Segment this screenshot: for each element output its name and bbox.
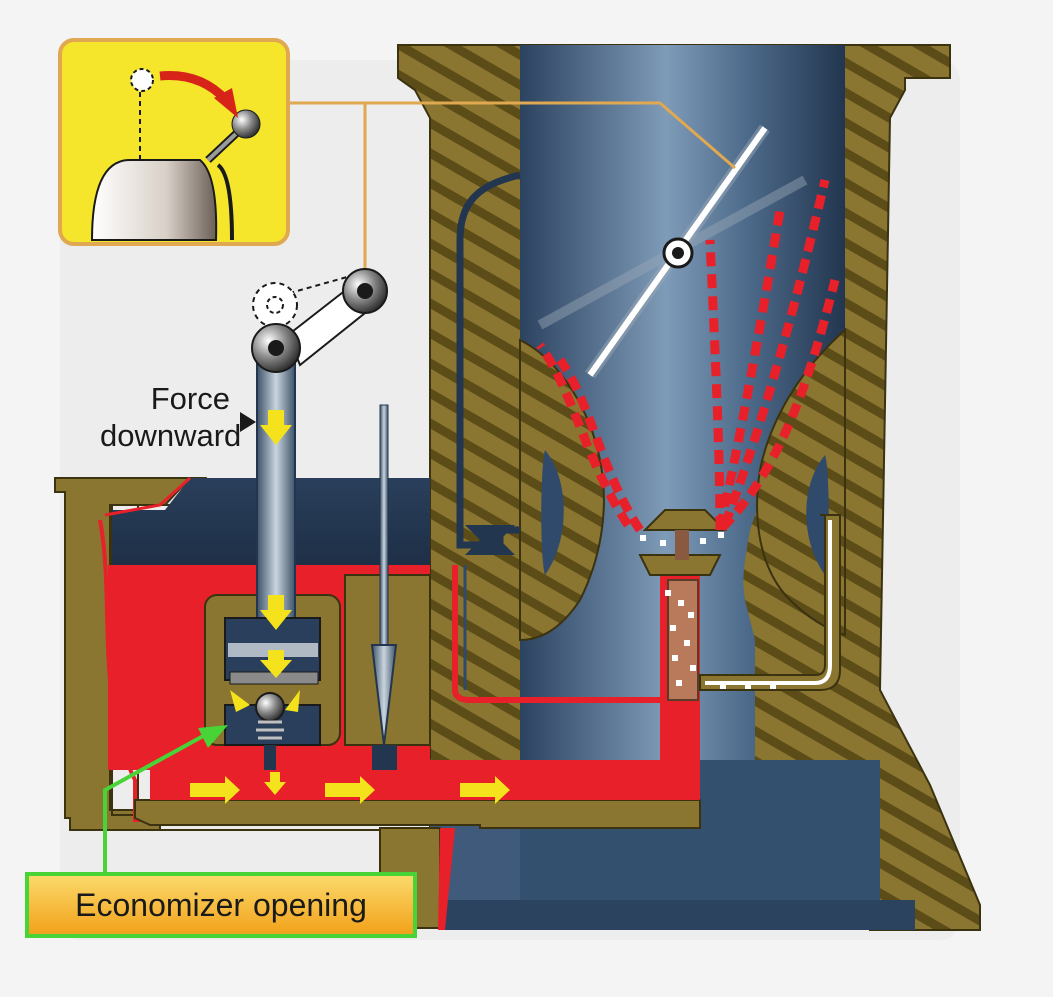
force-pointer-icon [240,412,256,432]
main-discharge-nozzle [638,509,728,701]
fuel-atomization-dots [640,532,776,689]
air-bleed-tube [699,514,841,691]
throttle-linkage [288,101,736,290]
force-downward-label: Force downward [100,380,242,454]
mixture-needle [370,404,398,770]
throttle-valve [537,124,808,379]
economizer-opening-callout: Economizer opening [25,872,417,938]
throttle-lever-icon [58,38,290,246]
flow-arrows [190,410,510,804]
economizer-opening-label: Economizer opening [75,886,367,923]
curved-arrow-icon [159,71,238,118]
linkage-arms [252,268,388,371]
force-downward-line2: downward [100,418,242,453]
fuel-spray [536,178,840,533]
economizer-callout-leader [103,725,228,872]
economizer-rod [224,323,321,770]
force-downward-line1: Force [150,381,230,416]
